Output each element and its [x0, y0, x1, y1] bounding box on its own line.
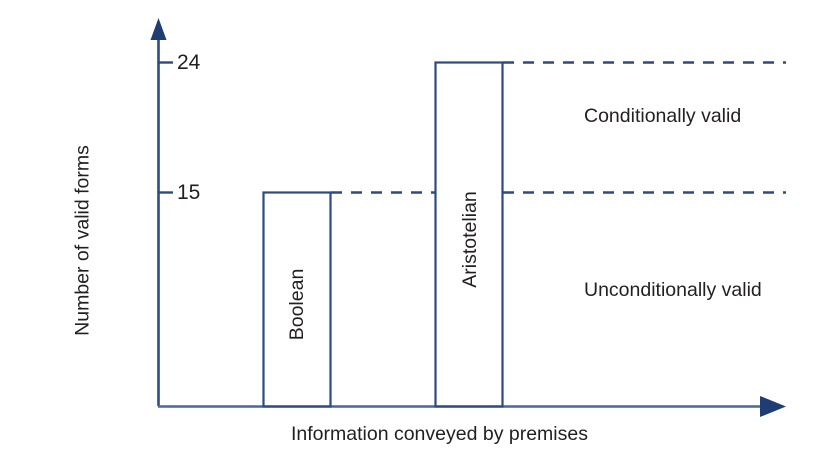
region-label-conditionally-valid: Conditionally valid — [584, 105, 742, 127]
y-axis-title: Number of valid forms — [71, 145, 94, 336]
x-axis-arrow-icon — [760, 396, 786, 417]
bar-label-aristotelian: Aristotelian — [459, 191, 482, 288]
bar-aristotelian — [434, 61, 504, 408]
y-tick-label-24: 24 — [177, 51, 201, 74]
bar-boolean — [262, 191, 332, 408]
y-axis-arrow-icon — [150, 18, 167, 40]
x-axis-title: Information conveyed by premises — [291, 423, 588, 445]
y-tick-label-15: 15 — [177, 181, 201, 204]
region-label-unconditionally-valid: Unconditionally valid — [584, 279, 762, 301]
bar-label-boolean: Boolean — [286, 268, 309, 341]
